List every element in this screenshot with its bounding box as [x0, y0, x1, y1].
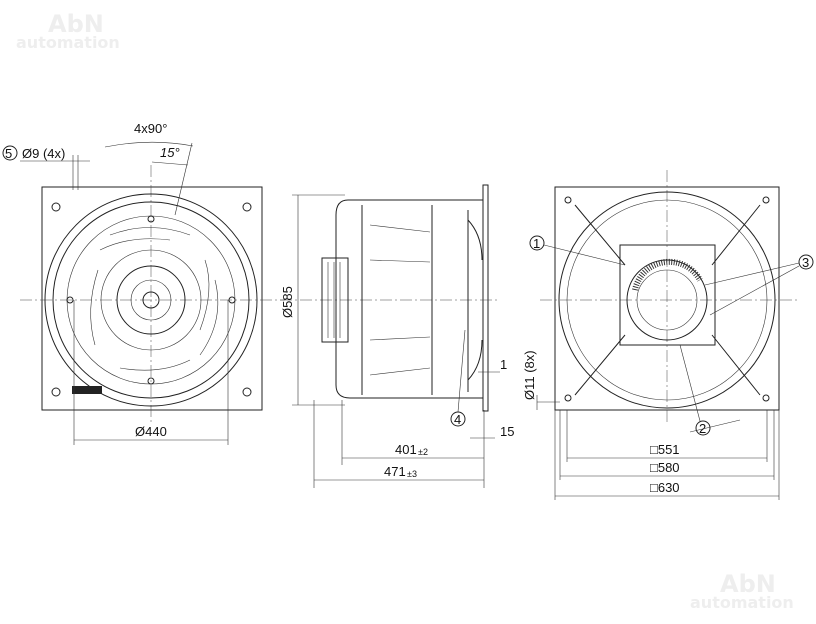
callout-4-label: 4	[454, 412, 461, 427]
diameter-440-label: Ø440	[135, 424, 167, 439]
callout-1	[529, 235, 545, 251]
callout-2	[695, 420, 711, 436]
callout-5-label: 5	[5, 146, 12, 161]
side-view: Ø585 1 4 15 401 ±2 471 ±3	[280, 184, 514, 488]
depth-471-label: 471	[384, 464, 406, 479]
angle-label: 4x90°	[134, 121, 167, 136]
depth-401-tolerance: ±2	[418, 447, 428, 457]
callout-3	[798, 254, 814, 270]
hole-diameter-label: Ø9 (4x)	[22, 146, 65, 161]
callout-3-label: 3	[802, 255, 809, 270]
callout-1-label: 1	[533, 236, 540, 251]
watermark-top-abn: AbN	[48, 10, 104, 38]
rear-view: Ø11 (8x) 1 2 3 □551 □580 □630	[522, 170, 814, 500]
watermark-bottom-automation: automation	[690, 593, 794, 612]
callout-4	[450, 411, 466, 427]
front-plate	[41, 186, 263, 411]
flange-15-label: 15	[500, 424, 514, 439]
callout-2-label: 2	[699, 421, 706, 436]
watermark-bottom-abn: AbN	[720, 570, 776, 598]
side-flange	[482, 184, 489, 412]
gap-1-label: 1	[500, 357, 507, 372]
depth-471-tolerance: ±3	[407, 469, 417, 479]
dim-630-label: □630	[650, 480, 680, 495]
dim-580-label: □580	[650, 460, 680, 475]
height-585-label: Ø585	[280, 286, 295, 318]
offset-angle-label: 15°	[160, 145, 180, 160]
depth-401-label: 401	[395, 442, 417, 457]
hole-11-label: Ø11 (8x)	[522, 350, 537, 400]
callout-5	[2, 145, 18, 161]
front-view: 5 Ø9 (4x) 4x90° 15° Ø440	[2, 121, 285, 445]
dim-551-label: □551	[650, 442, 680, 457]
watermark-top-automation: automation	[16, 33, 120, 52]
